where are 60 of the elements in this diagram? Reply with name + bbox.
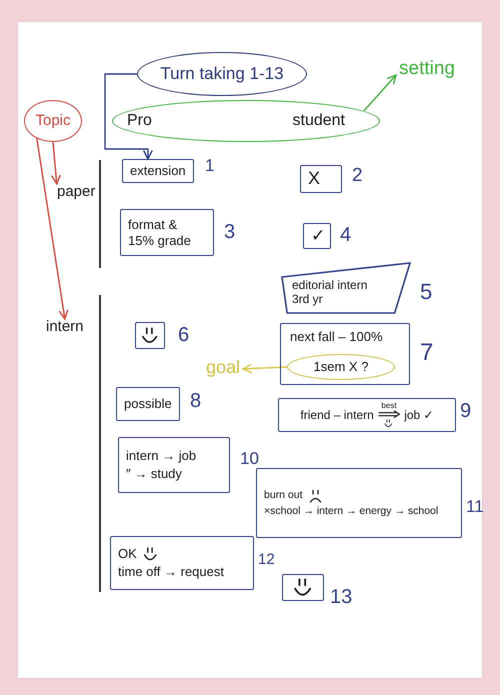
arrow (36, 138, 68, 320)
box-node (256, 468, 462, 538)
node-text: ×school → intern → energy → school (264, 504, 438, 518)
box-node (122, 159, 194, 183)
step-number: 12 (258, 552, 275, 568)
box-node (280, 323, 410, 385)
node-text: OK (118, 546, 137, 562)
box-node (120, 209, 214, 256)
step-number: 8 (190, 390, 202, 412)
node-text: editorial intern 3rd yr (292, 278, 368, 307)
node-text: Pro (127, 111, 152, 131)
node-text: Turn taking 1-13 (160, 64, 284, 84)
node-text: intern → job (126, 448, 196, 464)
node-text: ″ → study (126, 466, 182, 482)
step-number: 5 (420, 280, 432, 304)
trapezoid-node (282, 263, 410, 313)
step-number: 1 (205, 157, 214, 176)
step-number: 4 (340, 224, 352, 246)
box-node (116, 387, 180, 421)
handwritten-label: setting (398, 58, 456, 81)
node-text: 1sem X ? (314, 359, 368, 375)
step-number: 10 (240, 450, 259, 469)
node-text: burn out (264, 489, 303, 502)
node-text: job ✓ (404, 408, 434, 422)
step-number: 6 (178, 324, 190, 346)
oval-node (137, 52, 307, 96)
arrow-label: best (381, 402, 397, 410)
box-node (110, 536, 254, 590)
node-text: extension (130, 163, 186, 179)
node-text: Topic (35, 112, 71, 130)
node-text: student (292, 111, 345, 131)
handwritten-label: intern (45, 318, 85, 336)
step-number: 3 (224, 221, 236, 243)
box-node (278, 398, 456, 432)
node-text: next fall – 100% (290, 329, 383, 345)
handwritten-label: goal (205, 357, 242, 379)
box-node (118, 437, 230, 493)
box-node (282, 574, 324, 601)
step-number: 7 (420, 340, 434, 366)
arrow (363, 74, 397, 112)
node-text: friend – intern (300, 408, 374, 422)
box-node (300, 165, 342, 193)
node-text: time off → request (118, 564, 224, 580)
oval-node (287, 354, 395, 380)
node-text: format & 15% grade (128, 216, 192, 248)
step-number: 13 (330, 586, 352, 608)
box-node (303, 223, 331, 249)
arrow (51, 142, 61, 185)
oval-node (112, 100, 380, 142)
node-text: X (308, 168, 320, 190)
step-number: 11 (466, 498, 484, 517)
oval-node (24, 100, 82, 142)
handwritten-label: paper (56, 183, 96, 201)
arrow (104, 73, 153, 160)
arrow (242, 364, 288, 374)
step-number: 9 (460, 400, 472, 422)
step-number: 2 (352, 166, 363, 187)
node-text: ✓ (311, 226, 326, 246)
node-text: possible (124, 396, 172, 412)
box-node (135, 322, 165, 349)
